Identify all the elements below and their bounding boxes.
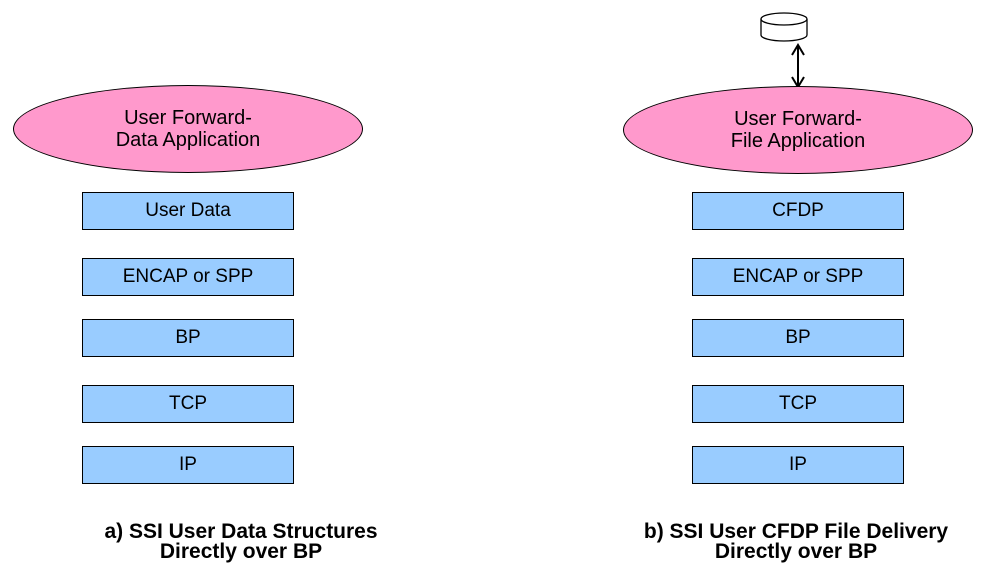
layer-cfdp: CFDP xyxy=(692,192,904,230)
left-panel: User Forward- Data Application User Data… xyxy=(0,85,488,563)
layer-user-data: User Data xyxy=(82,192,294,230)
caption-b: b) SSI User CFDP File Delivery Directly … xyxy=(549,520,988,563)
caption-b-line-1: b) SSI User CFDP File Delivery xyxy=(643,520,949,543)
layer-tcp: TCP xyxy=(692,385,904,423)
caption-b-line-2: Directly over BP xyxy=(714,540,878,563)
caption-a-line-2: Directly over BP xyxy=(159,540,323,563)
layer-bp: BP xyxy=(692,319,904,357)
app-label-line-2: File Application xyxy=(730,130,866,152)
caption-a-line-1: a) SSI User Data Structures xyxy=(104,520,378,543)
app-label-line-1: User Forward- xyxy=(734,108,862,130)
layer-bp: BP xyxy=(82,319,294,357)
layer-ip: IP xyxy=(692,446,904,484)
user-forward-file-application: User Forward- File Application xyxy=(623,86,973,174)
storage-cylinder-icon xyxy=(760,12,808,89)
layer-tcp: TCP xyxy=(82,385,294,423)
layer-encap-spp: ENCAP or SPP xyxy=(82,258,294,296)
layer-ip: IP xyxy=(82,446,294,484)
app-label-line-1: User Forward- xyxy=(124,107,252,129)
user-forward-data-application: User Forward- Data Application xyxy=(13,85,363,173)
right-panel: User Forward- File Application CFDP ENCA… xyxy=(494,0,988,570)
app-label-line-2: Data Application xyxy=(115,129,261,151)
layer-encap-spp: ENCAP or SPP xyxy=(692,258,904,296)
caption-a: a) SSI User Data Structures Directly ove… xyxy=(0,520,488,563)
